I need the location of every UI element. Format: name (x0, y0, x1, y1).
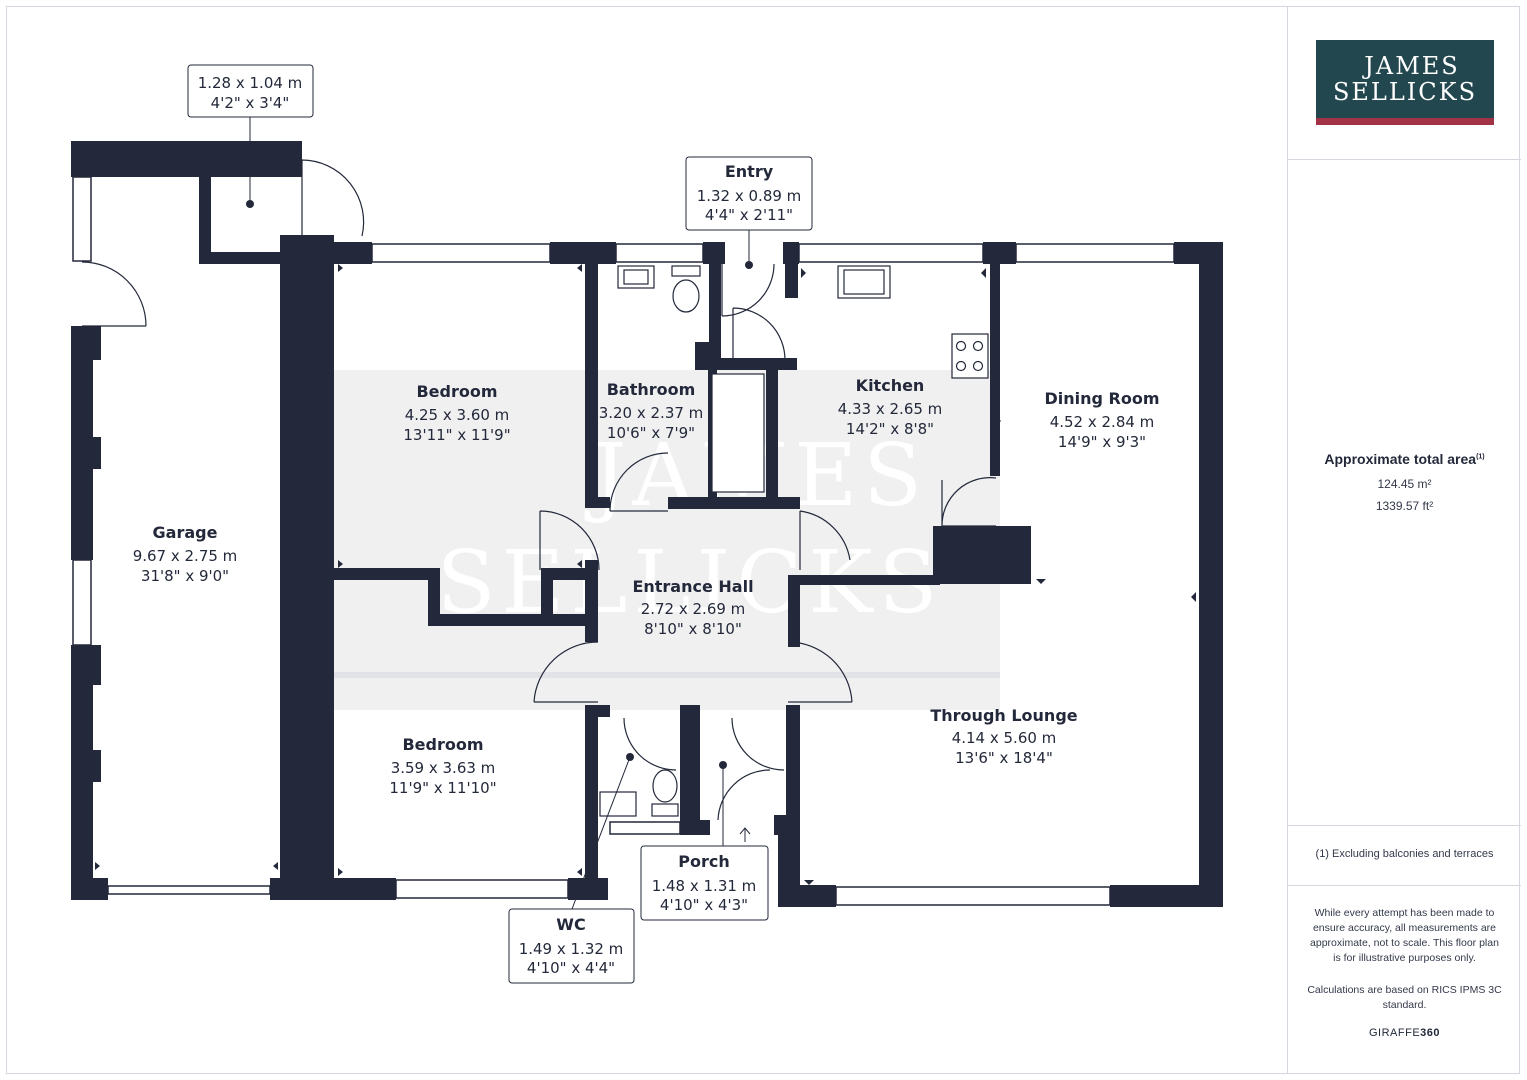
room-metric: 9.67 x 2.75 m (133, 547, 238, 565)
entry-arrow-icon (739, 827, 751, 842)
doors (81, 159, 997, 821)
callout-imperial: 4'10" x 4'3" (660, 896, 748, 914)
room-imperial: 11'9" x 11'10" (389, 779, 496, 797)
wc-basin (599, 791, 637, 817)
room-name: Bedroom (416, 382, 497, 401)
room-bedroom-2: Bedroom 3.59 x 3.63 m 11'9" x 11'10" (389, 735, 496, 797)
brand-line2: SELLICKS (1332, 78, 1478, 106)
room-kitchen: Kitchen 4.33 x 2.65 m 14'2" x 8'8" (838, 376, 943, 438)
room-imperial: 14'9" x 9'3" (1058, 433, 1146, 451)
divider (1288, 885, 1521, 886)
fixtures (599, 265, 989, 817)
room-metric: 4.33 x 2.65 m (838, 400, 943, 418)
brand-line1: JAMES (1364, 52, 1460, 80)
callout-wc: WC 1.49 x 1.32 m 4'10" x 4'4" (508, 753, 635, 984)
calculation-note: Calculations are based on RICS IPMS 3C s… (1307, 984, 1502, 1011)
room-name: Dining Room (1044, 389, 1159, 408)
callout-name: WC (556, 915, 585, 934)
area-sqft: 1339.57 ft² (1375, 499, 1434, 513)
disclaimer: While every attempt has been made to ens… (1310, 907, 1499, 964)
callout-name: Entry (725, 162, 774, 181)
hob (951, 333, 989, 379)
room-through-lounge: Through Lounge 4.14 x 5.60 m 13'6" x 18'… (930, 706, 1077, 767)
divider (1288, 825, 1521, 826)
provider-logo: GIRAFFE360 (1368, 1027, 1441, 1039)
room-imperial: 13'6" x 18'4" (955, 749, 1053, 767)
callout-metric: 1.48 x 1.31 m (652, 877, 757, 895)
room-bathroom: Bathroom 3.20 x 2.37 m 10'6" x 7'9" (599, 380, 704, 442)
room-name: Through Lounge (930, 706, 1077, 725)
footnote: (1) Excluding balconies and terraces (1315, 848, 1494, 860)
room-metric: 2.72 x 2.69 m (641, 600, 746, 618)
callout-metric: 1.32 x 0.89 m (697, 187, 802, 205)
floor-plan: JAMES SELLICKS (71, 64, 1223, 984)
area-note-marker: (1) (1476, 453, 1485, 461)
room-name: Kitchen (856, 376, 925, 395)
callout-imperial: 4'4" x 2'11" (705, 206, 793, 224)
wc-toilet (651, 803, 679, 817)
divider (1288, 159, 1521, 160)
room-imperial: 10'6" x 7'9" (607, 424, 695, 442)
callout-porch: Porch 1.48 x 1.31 m 4'10" x 4'3" (640, 761, 769, 921)
callout-metric: 1.49 x 1.32 m (519, 940, 624, 958)
callout-imperial: 4'2" x 3'4" (211, 94, 290, 112)
room-imperial: 31'8" x 9'0" (141, 567, 229, 585)
callout-entry: Entry 1.32 x 0.89 m 4'4" x 2'11" (685, 156, 813, 269)
room-garage: Garage 9.67 x 2.75 m 31'8" x 9'0" (133, 523, 238, 585)
room-entrance-hall: Entrance Hall 2.72 x 2.69 m 8'10" x 8'10… (632, 577, 753, 638)
room-imperial: 13'11" x 11'9" (403, 426, 510, 444)
brand-logo: JAMES SELLICKS (1316, 40, 1494, 125)
room-name: Bathroom (607, 380, 696, 399)
room-imperial: 8'10" x 8'10" (644, 620, 742, 638)
room-imperial: 14'2" x 8'8" (846, 420, 934, 438)
room-metric: 3.59 x 3.63 m (391, 759, 496, 777)
room-metric: 4.52 x 2.84 m (1050, 413, 1155, 431)
callout-store: 1.28 x 1.04 m 4'2" x 3'4" (187, 64, 314, 208)
callout-metric: 1.28 x 1.04 m (198, 74, 303, 92)
windows (72, 176, 1175, 906)
room-bedroom-1: Bedroom 4.25 x 3.60 m 13'11" x 11'9" (403, 382, 510, 444)
bathroom-toilet (671, 265, 701, 277)
info-panel: JAMES SELLICKS Approximate total area(1)… (1287, 6, 1521, 1074)
callouts: 1.28 x 1.04 m 4'2" x 3'4" Entry 1.32 x 0… (187, 64, 813, 984)
area-sqm: 124.45 m² (1377, 477, 1432, 491)
page-frame (6, 6, 1520, 1074)
bath (711, 373, 765, 493)
room-metric: 4.14 x 5.60 m (952, 729, 1057, 747)
dimension-markers (95, 264, 1196, 885)
room-metric: 3.20 x 2.37 m (599, 404, 704, 422)
area-title: Approximate total area(1) (1324, 451, 1485, 467)
room-metric: 4.25 x 3.60 m (405, 406, 510, 424)
room-dining: Dining Room 4.52 x 2.84 m 14'9" x 9'3" (1044, 389, 1159, 451)
room-name: Bedroom (402, 735, 483, 754)
room-name: Garage (153, 523, 218, 542)
callout-imperial: 4'10" x 4'4" (527, 959, 615, 977)
callout-name: Porch (678, 852, 729, 871)
room-labels: Bedroom 4.25 x 3.60 m 13'11" x 11'9" Bat… (133, 376, 1160, 797)
room-name: Entrance Hall (632, 577, 753, 596)
walls (71, 141, 1223, 907)
